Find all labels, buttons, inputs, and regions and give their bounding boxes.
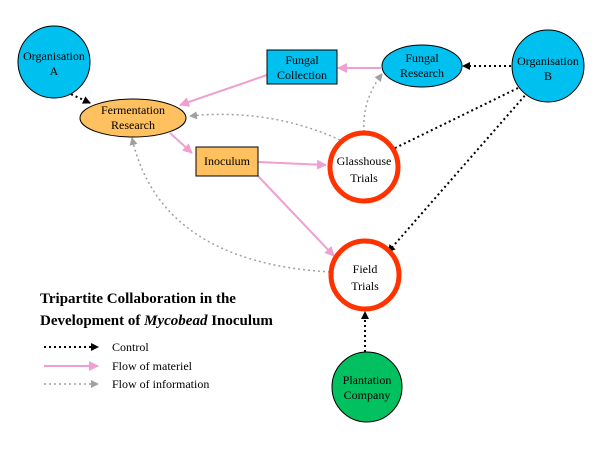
node-fungal-research: Fungal Research [381, 44, 463, 88]
node-organisation-b: Organisation B [511, 29, 585, 103]
edge-fermentation-to-inoculum [169, 132, 193, 154]
legend: Control Flow of materiel Flow of informa… [44, 340, 209, 391]
edge-orgb-to-glasshouse [386, 87, 519, 153]
node-fungal-research-line2: Research [400, 66, 444, 80]
edge-orgb-to-field [387, 91, 529, 253]
legend-control-label: Control [112, 340, 149, 354]
title-line1: Tripartite Collaboration in the [40, 291, 236, 307]
node-plantation-company: Plantation Company [331, 351, 403, 423]
node-field-trials-line2: Trials [351, 279, 379, 293]
node-glasshouse-trials: Glasshouse Trials [327, 130, 401, 204]
node-field-trials: Field Trials [328, 238, 402, 312]
node-fermentation-research-line1: Fermentation [101, 103, 165, 117]
edge-glasshouse-to-fermentation [189, 111, 341, 141]
title-line2-suffix: Inoculum [207, 313, 273, 329]
title-line2-prefix: Development of [40, 313, 144, 329]
node-plantation-company-line1: Plantation [343, 373, 392, 387]
node-inoculum: Inoculum [195, 146, 259, 177]
node-fungal-research-line1: Fungal [405, 51, 439, 65]
node-organisation-a: Organisation A [17, 25, 91, 99]
node-organisation-b-line2: B [544, 69, 552, 83]
materiel-edges [169, 63, 381, 257]
node-glasshouse-trials-line1: Glasshouse [337, 154, 392, 168]
diagram-title: Tripartite Collaboration in the Developm… [40, 291, 273, 329]
node-organisation-a-line2: A [50, 64, 59, 78]
legend-materiel-label: Flow of materiel [112, 359, 193, 373]
title-line2-italic: Mycobead [143, 313, 208, 329]
node-fermentation-research: Fermentation Research [79, 98, 187, 138]
node-inoculum-label: Inoculum [204, 154, 251, 168]
node-organisation-b-line1: Organisation [517, 54, 579, 68]
title-line2: Development of Mycobead Inoculum [40, 313, 273, 329]
node-fungal-collection-line1: Fungal [285, 53, 319, 67]
edge-collection-to-fermentation [179, 74, 268, 107]
node-fungal-collection: Fungal Collection [266, 49, 338, 85]
node-organisation-a-line1: Organisation [23, 49, 85, 63]
node-glasshouse-trials-line2: Trials [350, 171, 378, 185]
node-fungal-collection-line2: Collection [277, 68, 327, 82]
edge-glasshouse-to-fungalresearch [363, 73, 383, 133]
node-fermentation-research-line2: Research [111, 118, 155, 132]
node-field-trials-line1: Field [353, 262, 378, 276]
edge-inoculum-to-glasshouse [257, 159, 327, 170]
edge-field-to-fermentation [129, 137, 331, 273]
information-edges [129, 73, 383, 273]
legend-information-label: Flow of information [112, 377, 209, 391]
edge-inoculum-to-field [257, 175, 335, 257]
node-plantation-company-line2: Company [344, 388, 391, 402]
